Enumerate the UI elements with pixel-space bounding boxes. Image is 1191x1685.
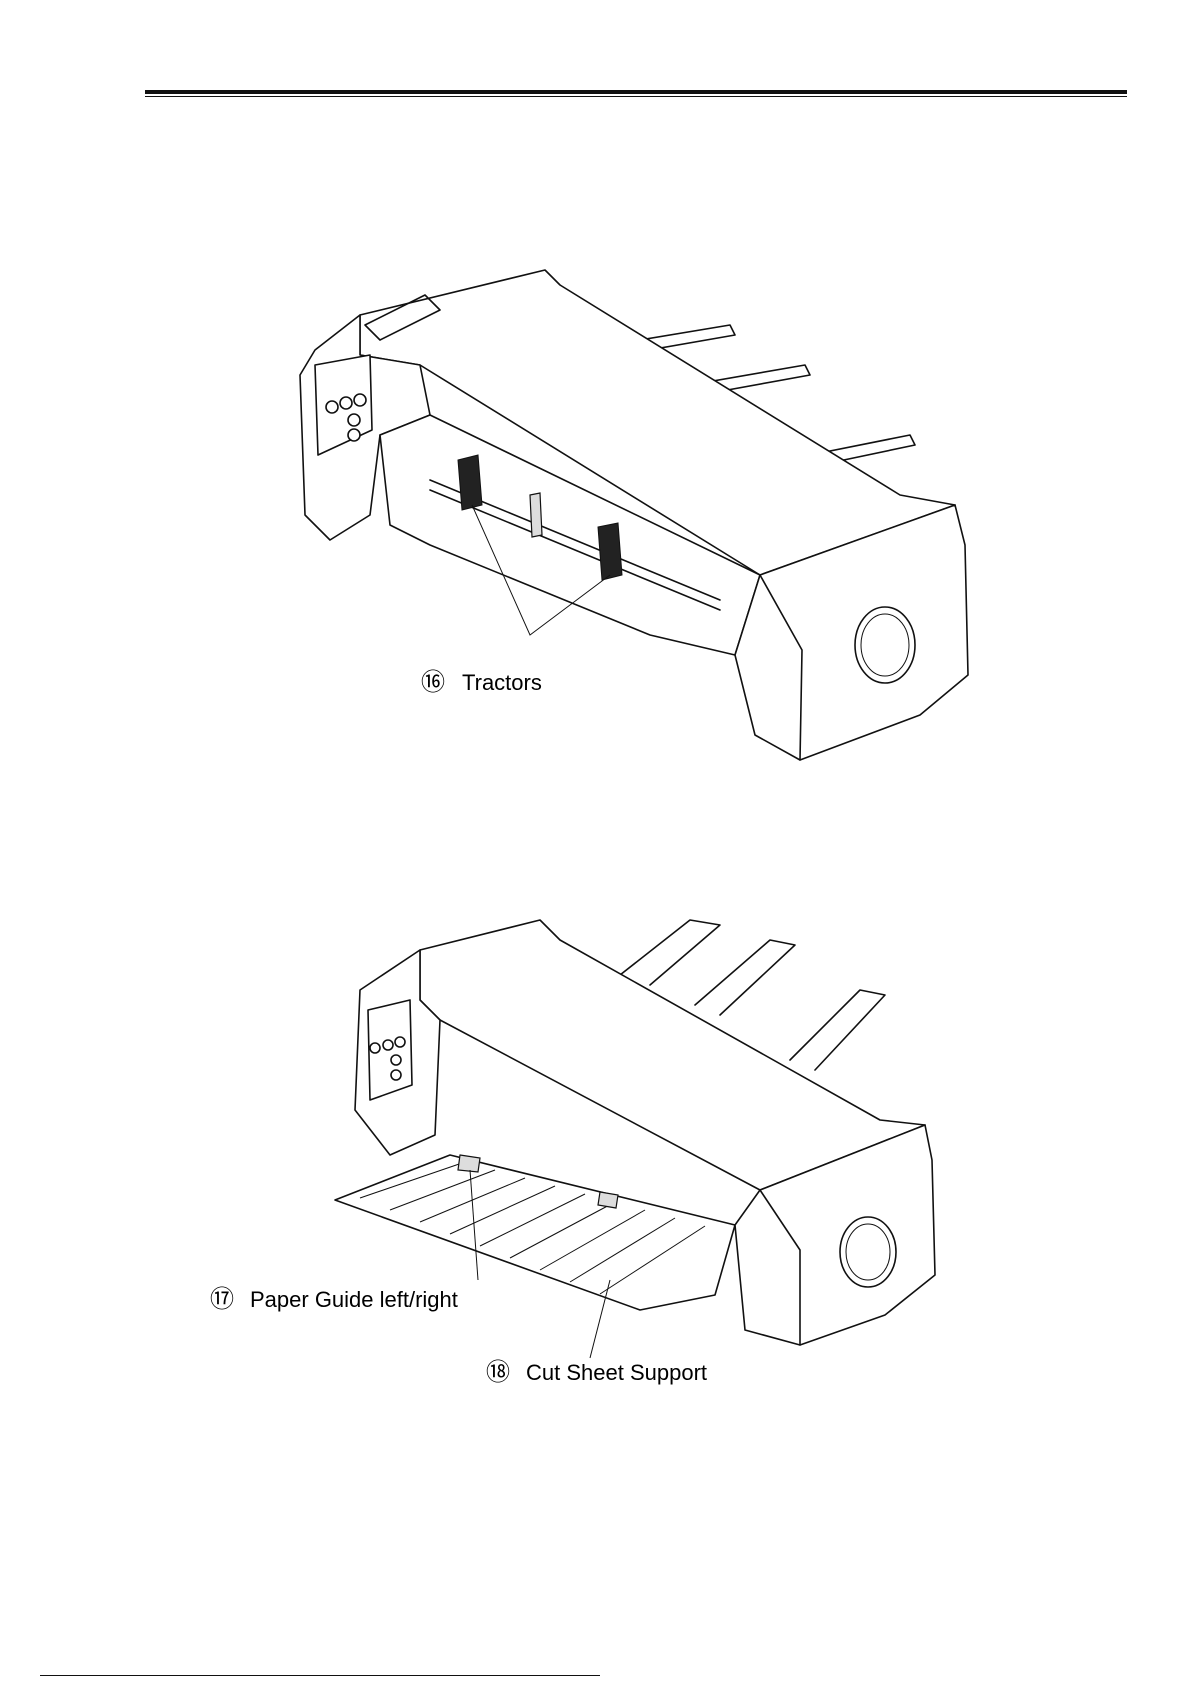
callout-16-label: Tractors bbox=[462, 670, 542, 695]
callout-18-number: ⑱ bbox=[486, 1359, 510, 1386]
callout-17-label: Paper Guide left/right bbox=[250, 1287, 458, 1312]
paper-guide-right bbox=[598, 1192, 618, 1208]
printer-tractors-illustration: ⑯ Tractors bbox=[0, 255, 1191, 795]
callout-16-number: ⑯ bbox=[421, 669, 445, 696]
paper-guide-left bbox=[458, 1155, 480, 1172]
tractor-right bbox=[598, 523, 622, 580]
footer-rule bbox=[40, 1675, 600, 1676]
top-cover bbox=[420, 920, 925, 1190]
paper-guide-center bbox=[530, 493, 542, 537]
callout-17-number: ⑰ bbox=[210, 1286, 234, 1313]
callout-18-label: Cut Sheet Support bbox=[526, 1360, 707, 1385]
platen-knob bbox=[840, 1217, 896, 1287]
header-rule-thin bbox=[145, 96, 1127, 97]
header-rule bbox=[145, 90, 1127, 94]
platen-knob bbox=[855, 607, 915, 683]
tractor-left bbox=[458, 455, 482, 510]
printer-cut-sheet-illustration: ⑰ Paper Guide left/right ⑱ Cut Sheet Sup… bbox=[0, 900, 1191, 1460]
control-panel bbox=[368, 1000, 412, 1100]
